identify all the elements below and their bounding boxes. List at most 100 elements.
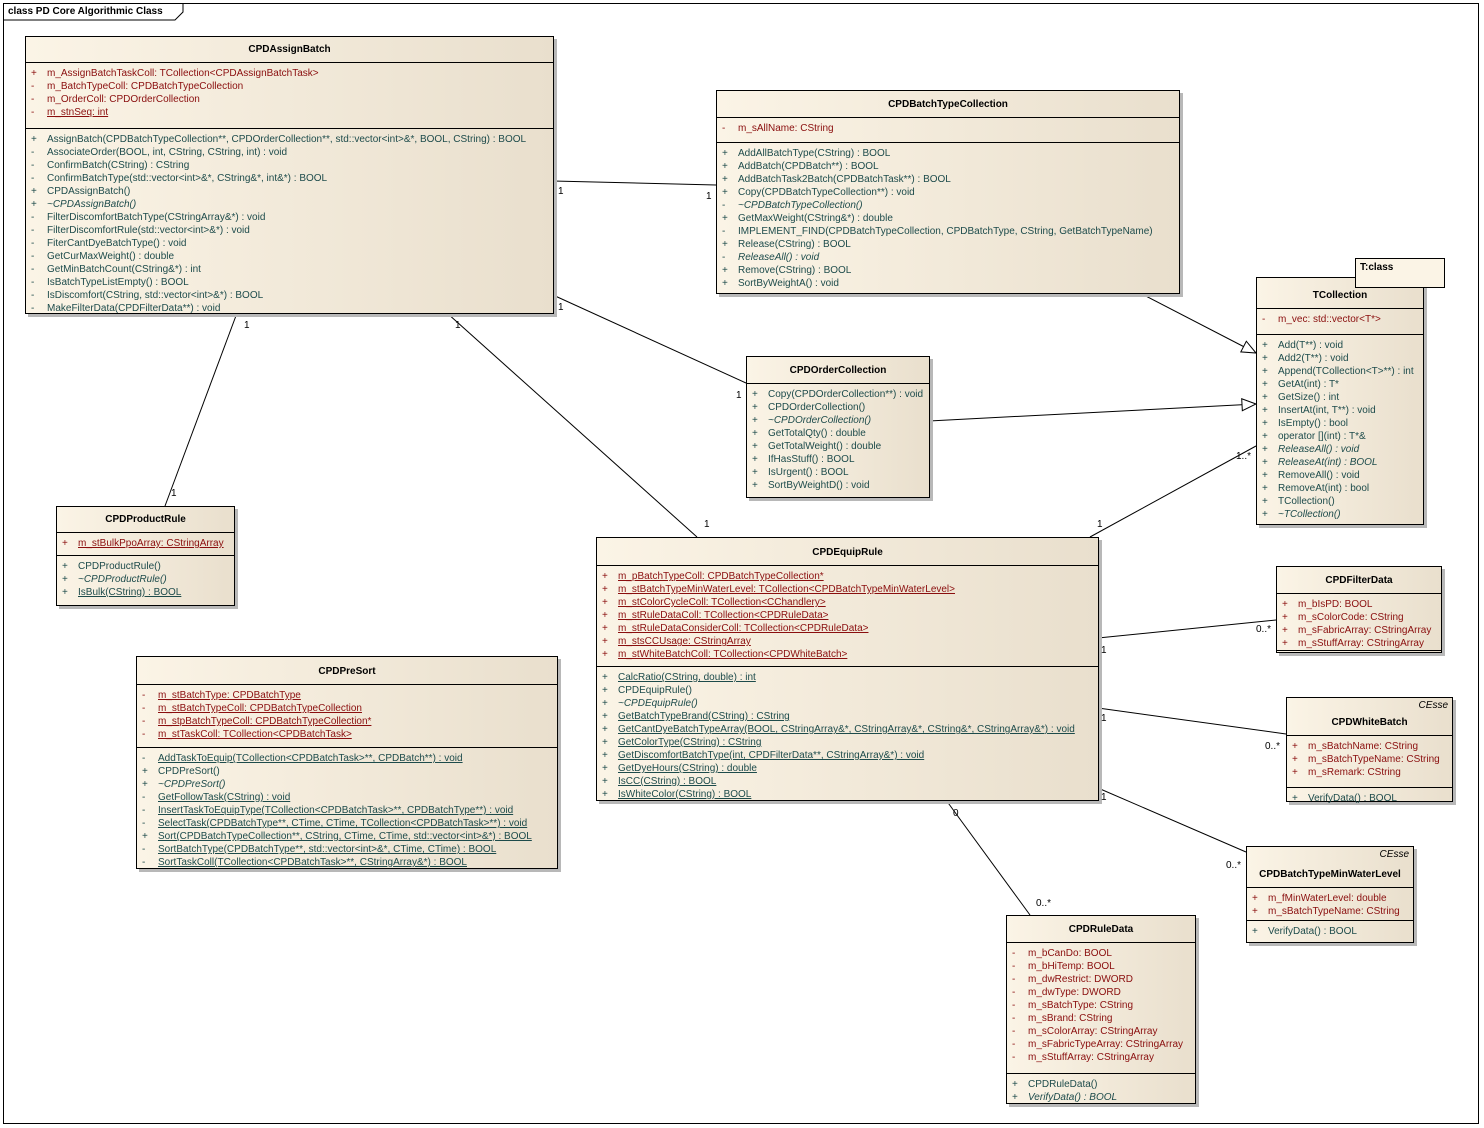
operation-row[interactable]: +AddBatchTask2Batch(CPDBatchTask**) : BO… — [717, 173, 1179, 186]
operation-row[interactable]: -ConfirmBatchType(std::vector<int>&*, CS… — [26, 172, 553, 185]
attribute-row[interactable]: -m_dwRestrict: DWORD — [1007, 973, 1195, 986]
class-cpdrule-data[interactable]: CPDRuleData-m_bCanDo: BOOL-m_bHiTemp: BO… — [1006, 915, 1196, 1104]
operation-row[interactable]: -IsDiscomfort(CString, std::vector<int>&… — [26, 289, 553, 302]
operation-row[interactable]: +GetCantDyeBatchTypeArray(BOOL, CStringA… — [597, 723, 1098, 736]
operation-row[interactable]: -MakeFilterData(CPDFilterData**) : void — [26, 302, 553, 315]
attribute-row[interactable]: -m_BatchTypeColl: CPDBatchTypeCollection — [26, 80, 553, 93]
operation-row[interactable]: +~CPDAssignBatch() — [26, 198, 553, 211]
operation-row[interactable]: +CPDAssignBatch() — [26, 185, 553, 198]
attribute-row[interactable]: -m_bHiTemp: BOOL — [1007, 960, 1195, 973]
operation-row[interactable]: -ReleaseAll() : void — [717, 251, 1179, 264]
operation-row[interactable]: +Release(CString) : BOOL — [717, 238, 1179, 251]
operation-row[interactable]: +~CPDPreSort() — [137, 778, 557, 791]
operation-row[interactable]: +~CPDOrderCollection() — [747, 414, 929, 427]
class-cpdbatch-type-collection[interactable]: CPDBatchTypeCollection-m_sAllName: CStri… — [716, 90, 1180, 294]
attribute-row[interactable]: +m_sBatchTypeName: CString — [1287, 753, 1452, 766]
operation-row[interactable]: +CPDPreSort() — [137, 765, 557, 778]
operation-row[interactable]: +AddAllBatchType(CString) : BOOL — [717, 147, 1179, 160]
operation-row[interactable]: +GetSize() : int — [1257, 391, 1423, 404]
attribute-row[interactable]: +m_stsCCUsage: CStringArray — [597, 635, 1098, 648]
attribute-row[interactable]: -m_stBatchTypeColl: CPDBatchTypeCollecti… — [137, 702, 557, 715]
association-line[interactable] — [446, 312, 698, 538]
attribute-row[interactable]: +m_sRemark: CString — [1287, 766, 1452, 779]
class-cpdpre-sort[interactable]: CPDPreSort-m_stBatchType: CPDBatchType-m… — [136, 656, 558, 869]
operation-row[interactable]: +GetAt(int) : T* — [1257, 378, 1423, 391]
operation-row[interactable]: +CPDEquipRule() — [597, 684, 1098, 697]
operation-row[interactable]: +AssignBatch(CPDBatchTypeCollection**, C… — [26, 133, 553, 146]
association-line[interactable] — [1097, 619, 1277, 639]
class-cpdfilter-data[interactable]: CPDFilterData+m_bIsPD: BOOL+m_sColorCode… — [1276, 566, 1442, 653]
attribute-row[interactable]: +m_bIsPD: BOOL — [1277, 598, 1441, 611]
attribute-row[interactable]: -m_sAllName: CString — [717, 122, 1179, 135]
operation-row[interactable]: -SortBatchType(CPDBatchType**, std::vect… — [137, 843, 557, 856]
operation-row[interactable]: -SortTaskColl(TCollection<CPDBatchTask>*… — [137, 856, 557, 869]
operation-row[interactable]: +CPDOrderCollection() — [747, 401, 929, 414]
operation-row[interactable]: -GetCurMaxWeight() : double — [26, 250, 553, 263]
operation-row[interactable]: +IsEmpty() : bool — [1257, 417, 1423, 430]
attribute-row[interactable]: -m_sColorArray: CStringArray — [1007, 1025, 1195, 1038]
operation-row[interactable]: +GetTotalQty() : double — [747, 427, 929, 440]
attribute-row[interactable]: +m_stRuleDataColl: TCollection<CPDRuleDa… — [597, 609, 1098, 622]
attribute-row[interactable]: +m_fMinWaterLevel: double — [1247, 892, 1413, 905]
attribute-row[interactable]: -m_vec: std::vector<T*> — [1257, 313, 1423, 326]
operation-row[interactable]: -IMPLEMENT_FIND(CPDBatchTypeCollection, … — [717, 225, 1179, 238]
attribute-row[interactable]: +m_stColorCycleColl: TCollection<CChandl… — [597, 596, 1098, 609]
operation-row[interactable]: +GetMaxWeight(CString&*) : double — [717, 212, 1179, 225]
attribute-row[interactable]: +m_pBatchTypeColl: CPDBatchTypeCollectio… — [597, 570, 1098, 583]
association-line[interactable] — [552, 294, 747, 384]
attribute-row[interactable]: -m_dwType: DWORD — [1007, 986, 1195, 999]
operation-row[interactable]: +~TCollection() — [1257, 508, 1423, 521]
operation-row[interactable]: +VerifyData() : BOOL — [1287, 792, 1452, 805]
operation-row[interactable]: -AddTaskToEquip(TCollection<CPDBatchTask… — [137, 752, 557, 765]
attribute-row[interactable]: +m_sBatchTypeName: CString — [1247, 905, 1413, 918]
attribute-row[interactable]: +m_stBatchTypeMinWaterLevel: TCollection… — [597, 583, 1098, 596]
operation-row[interactable]: +IfHasStuff() : BOOL — [747, 453, 929, 466]
attribute-row[interactable]: -m_sStuffArray: CStringArray — [1007, 1051, 1195, 1064]
operation-row[interactable]: +CPDRuleData() — [1007, 1078, 1195, 1091]
attribute-row[interactable]: -m_sBrand: CString — [1007, 1012, 1195, 1025]
operation-row[interactable]: -GetFollowTask(CString) : void — [137, 791, 557, 804]
operation-row[interactable]: +GetTotalWeight() : double — [747, 440, 929, 453]
operation-row[interactable]: +ReleaseAt(int) : BOOL — [1257, 456, 1423, 469]
attribute-row[interactable]: -m_sFabricTypeArray: CStringArray — [1007, 1038, 1195, 1051]
class-cpdproduct-rule[interactable]: CPDProductRule+m_stBulkPpoArray: CString… — [56, 506, 235, 606]
attribute-row[interactable]: +m_stBulkPpoArray: CStringArray — [57, 537, 234, 550]
operation-row[interactable]: +GetColorType(CString) : CString — [597, 736, 1098, 749]
operation-row[interactable]: +IsCC(CString) : BOOL — [597, 775, 1098, 788]
generalization-line[interactable] — [1139, 292, 1257, 354]
attribute-row[interactable]: +m_sBatchName: CString — [1287, 740, 1452, 753]
operation-row[interactable]: +Copy(CPDOrderCollection**) : void — [747, 388, 929, 401]
attribute-row[interactable]: -m_stnSeq: int — [26, 106, 553, 119]
attribute-row[interactable]: -m_stTaskColl: TCollection<CPDBatchTask> — [137, 728, 557, 741]
operation-row[interactable]: -FilterDiscomfortRule(std::vector<int>&*… — [26, 224, 553, 237]
operation-row[interactable]: -FiterCantDyeBatchType() : void — [26, 237, 553, 250]
operation-row[interactable]: +Append(TCollection<T>**) : int — [1257, 365, 1423, 378]
operation-row[interactable]: -IsBatchTypeListEmpty() : BOOL — [26, 276, 553, 289]
attribute-row[interactable]: +m_sColorCode: CString — [1277, 611, 1441, 624]
operation-row[interactable]: +operator [](int) : T*& — [1257, 430, 1423, 443]
attribute-row[interactable]: -m_OrderColl: CPDOrderCollection — [26, 93, 553, 106]
operation-row[interactable]: +~CPDEquipRule() — [597, 697, 1098, 710]
operation-row[interactable]: -~CPDBatchTypeCollection() — [717, 199, 1179, 212]
attribute-row[interactable]: -m_bCanDo: BOOL — [1007, 947, 1195, 960]
attribute-row[interactable]: -m_stpBatchTypeColl: CPDBatchTypeCollect… — [137, 715, 557, 728]
operation-row[interactable]: +Add(T**) : void — [1257, 339, 1423, 352]
association-line[interactable] — [1089, 445, 1257, 538]
operation-row[interactable]: +InsertAt(int, T**) : void — [1257, 404, 1423, 417]
attribute-row[interactable]: -m_sBatchType: CString — [1007, 999, 1195, 1012]
operation-row[interactable]: +CPDProductRule() — [57, 560, 234, 573]
operation-row[interactable]: -ConfirmBatch(CString) : CString — [26, 159, 553, 172]
operation-row[interactable]: -FilterDiscomfortBatchType(CStringArray&… — [26, 211, 553, 224]
operation-row[interactable]: +ReleaseAll() : void — [1257, 443, 1423, 456]
association-line[interactable] — [1097, 787, 1247, 853]
operation-row[interactable]: +RemoveAll() : void — [1257, 469, 1423, 482]
attribute-row[interactable]: +m_stWhiteBatchColl: TCollection<CPDWhit… — [597, 648, 1098, 661]
generalization-line[interactable] — [928, 403, 1257, 422]
class-cpdequip-rule[interactable]: CPDEquipRule+m_pBatchTypeColl: CPDBatchT… — [596, 537, 1099, 801]
operation-row[interactable]: -InsertTaskToEquipType(TCollection<CPDBa… — [137, 804, 557, 817]
association-line[interactable] — [164, 312, 238, 507]
operation-row[interactable]: +Add2(T**) : void — [1257, 352, 1423, 365]
class-cpdorder-collection[interactable]: CPDOrderCollection+Copy(CPDOrderCollecti… — [746, 356, 930, 498]
attribute-row[interactable]: +m_sFabricArray: CStringArray — [1277, 624, 1441, 637]
